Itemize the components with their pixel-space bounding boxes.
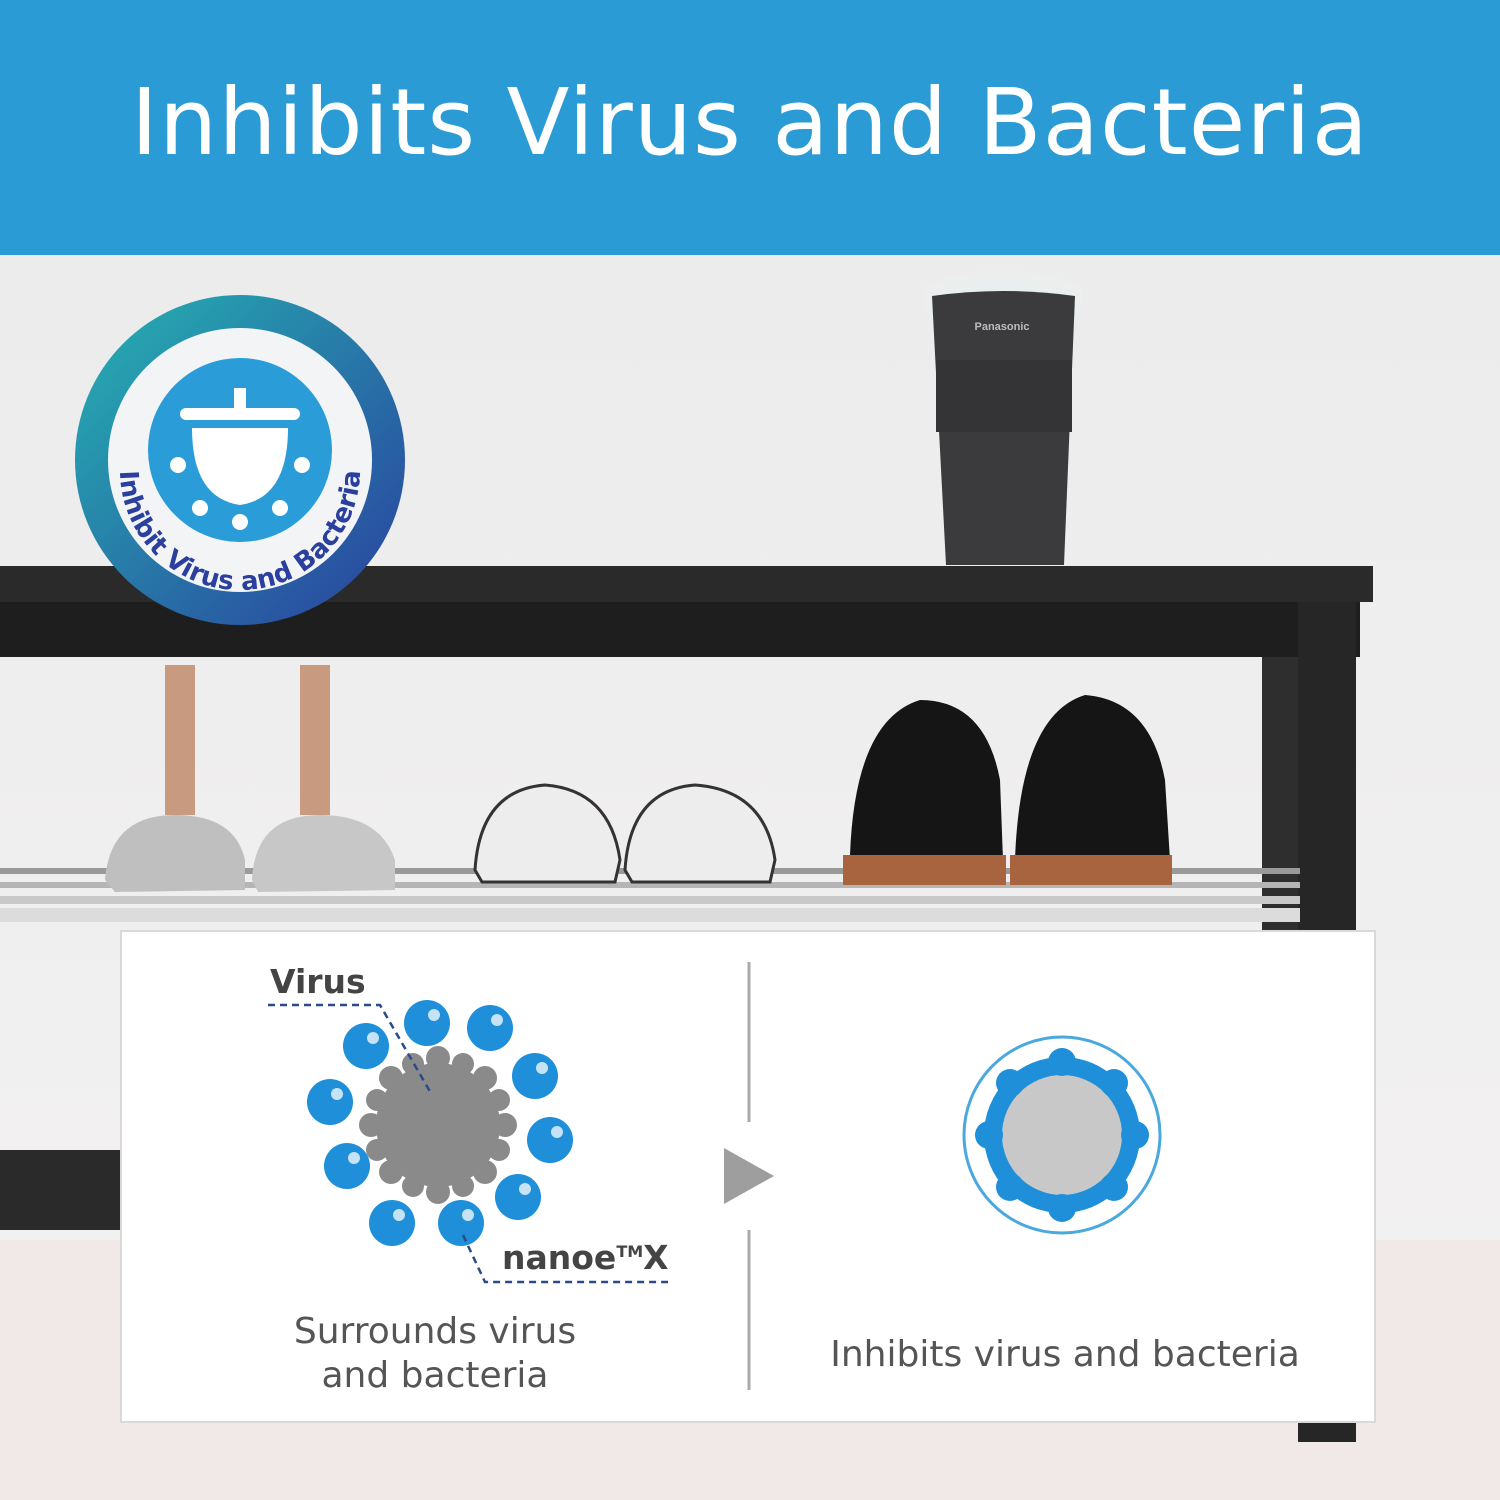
caption-right: Inhibits virus and bacteria <box>830 1334 1300 1375</box>
label-nanoe-tm: TM <box>616 1242 644 1261</box>
device-brand: Panasonic <box>974 321 1029 333</box>
badge: Inhibit Virus and Bacteria <box>75 295 405 625</box>
virus-shield-icon <box>170 388 310 530</box>
black-oxford-shoes <box>843 695 1172 885</box>
label-nanoe-text: nanoe <box>502 1238 617 1277</box>
inhibited-virus-icon <box>962 1035 1162 1235</box>
caption-left-line2: and bacteria <box>321 1355 549 1396</box>
leader-lines <box>268 1003 668 1284</box>
virus-core-icon <box>359 1046 517 1204</box>
silver-flats <box>105 665 395 892</box>
banner-title: Inhibits Virus and Bacteria <box>130 69 1370 176</box>
arrow-right-icon <box>724 1148 774 1204</box>
label-nanoe-suffix: X <box>643 1238 669 1277</box>
caption-left-line1: Surrounds virus <box>293 1311 577 1352</box>
striped-shoes <box>473 783 777 884</box>
title-banner: Inhibits Virus and Bacteria <box>0 0 1500 255</box>
label-nanoe: nanoeTMX <box>502 1238 669 1277</box>
label-virus: Virus <box>270 962 366 1001</box>
